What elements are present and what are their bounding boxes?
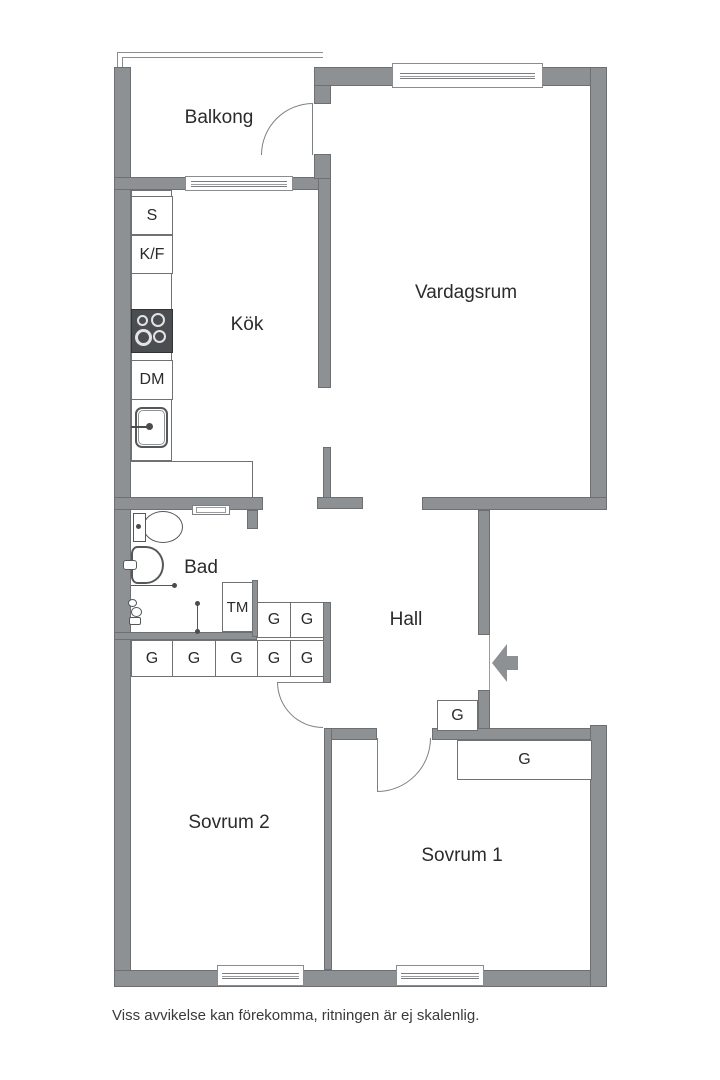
bathroom-label: Bad: [184, 557, 218, 578]
shower-rail-dot: [172, 583, 177, 588]
wardrobe-bedroom2-3: G: [215, 640, 258, 677]
pantry-cabinet: S: [131, 196, 173, 235]
wall-closet-strip: [323, 602, 331, 683]
kitchen-sink-icon: [131, 400, 173, 455]
wall-balcony-floor-left: [114, 177, 190, 190]
balcony-railing: [117, 52, 323, 67]
wardrobe-label: G: [145, 649, 159, 667]
washing-machine-box: TM: [222, 582, 253, 632]
wardrobe-hall-upper-1: G: [257, 602, 291, 638]
wardrobe-label: G: [300, 611, 314, 628]
wardrobe-hall-upper-2: G: [290, 602, 324, 638]
bedroom1-door-leaf: [377, 738, 378, 792]
bath-sink-tap-icon: [123, 560, 137, 570]
wardrobe-bedroom2-1: G: [131, 640, 173, 677]
wall-bedroom-divider: [324, 728, 332, 970]
wardrobe-label: G: [267, 649, 281, 667]
balcony-door-leaf: [312, 103, 313, 155]
kitchen-label: Kök: [230, 314, 264, 335]
window-balcony-kitchen: [185, 176, 293, 191]
entrance-threshold: [489, 635, 490, 690]
disclaimer-text: Viss avvikelse kan förekomma, ritningen …: [112, 1007, 480, 1024]
wardrobe-label: G: [300, 649, 314, 667]
wall-hall-stub-base: [317, 497, 363, 509]
wall-east-upper: [590, 67, 607, 510]
wardrobe-bedroom2-4: G: [257, 640, 291, 677]
wall-south: [114, 970, 607, 987]
shower-curtain-line: [197, 604, 198, 632]
entrance-arrow-icon: [492, 644, 507, 682]
wall-east-lower: [590, 725, 607, 987]
wardrobe-bedroom1-wide: G: [457, 740, 592, 780]
wardrobe-label: G: [451, 706, 464, 724]
wardrobe-bedroom2-2: G: [172, 640, 216, 677]
wall-hall-stub-vertical: [323, 447, 331, 500]
toilet-bowl-icon: [143, 511, 183, 543]
bedroom2-door-leaf: [277, 682, 323, 683]
toilet-flush-dot: [136, 524, 141, 529]
wall-north-left: [314, 67, 393, 86]
balcony-label: Balkong: [184, 107, 254, 128]
stove-icon: [131, 309, 173, 353]
wardrobe-label: G: [518, 751, 531, 768]
wardrobe-hall-entry: G: [437, 700, 478, 731]
shower-mixer-icon: [126, 599, 148, 627]
hall-label: Hall: [389, 609, 423, 630]
balcony-door-arc: [261, 103, 313, 155]
wall-closet-north: [114, 632, 257, 640]
dishwasher-label: DM: [139, 371, 165, 388]
wardrobe-label: G: [267, 611, 281, 628]
wall-living-south: [422, 497, 607, 510]
bedroom1-door-arc: [377, 738, 431, 792]
window-living-room: [392, 63, 543, 88]
wall-entry-lower: [478, 690, 490, 732]
wall-bedroom2-door-piece: [330, 728, 377, 740]
bath-cabinet-icon: [192, 505, 230, 515]
shower-curtain-dot-bottom: [195, 629, 200, 634]
wardrobe-label: G: [187, 649, 201, 667]
fridge-freezer-label: K/F: [139, 245, 165, 263]
wall-kitchen-living: [318, 178, 331, 388]
bedroom1-label: Sovrum 1: [421, 845, 503, 866]
entrance-arrow-tail: [506, 656, 518, 670]
dishwasher-cabinet: DM: [131, 360, 173, 400]
fridge-freezer-cabinet: K/F: [131, 235, 173, 274]
shower-rail-line: [131, 585, 175, 586]
wall-entry-upper: [478, 510, 490, 635]
window-bedroom2: [217, 965, 304, 986]
living-room-label: Vardagsrum: [414, 282, 518, 303]
wardrobe-label: G: [230, 649, 243, 667]
bedroom2-door-arc: [277, 682, 323, 728]
wardrobe-bedroom2-5: G: [290, 640, 324, 677]
bedroom2-label: Sovrum 2: [188, 812, 270, 833]
wall-west: [114, 67, 131, 987]
wall-bath-door-stub: [247, 510, 258, 529]
kitchen-counter-south: [131, 461, 253, 497]
washing-machine-label: TM: [226, 598, 249, 616]
window-bedroom1: [396, 965, 484, 986]
wall-balcony-east-lower: [314, 154, 331, 179]
pantry-label: S: [146, 206, 158, 224]
shower-curtain-dot-top: [195, 601, 200, 606]
wall-kitchen-south: [114, 497, 263, 510]
